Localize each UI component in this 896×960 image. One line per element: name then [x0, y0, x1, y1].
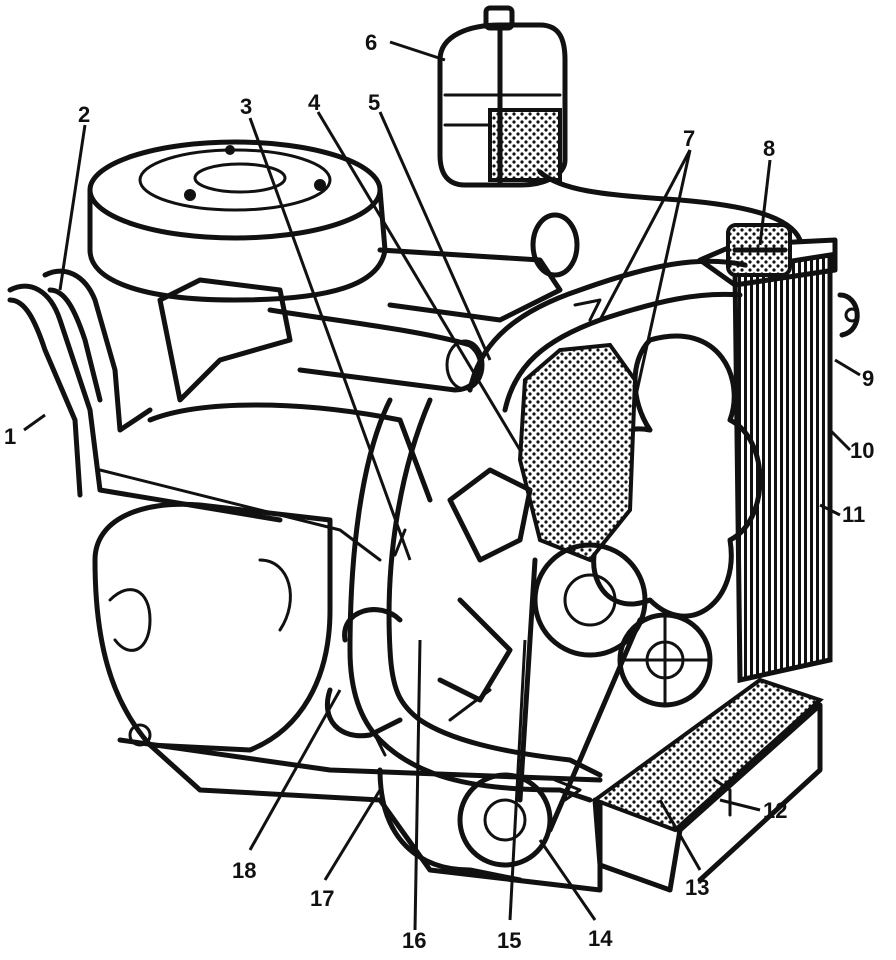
- callout-6: 6: [365, 30, 377, 55]
- water-pump-pulleys: [377, 467, 648, 883]
- callout-4: 4: [308, 90, 321, 115]
- callout-13: 13: [685, 875, 709, 900]
- expansion-tank: [437, 5, 568, 188]
- callout-2: 2: [78, 102, 90, 127]
- callout-11: 11: [842, 502, 865, 527]
- air-filter-housing: [87, 139, 388, 303]
- callout-7: 7: [683, 126, 695, 151]
- thermostat-housing: [517, 342, 638, 563]
- intake-manifold: [157, 212, 580, 403]
- radiator-filler-cap: [726, 223, 792, 277]
- callout-1: 1: [4, 424, 16, 449]
- callout-3: 3: [240, 94, 252, 119]
- lower-radiator-hose: [324, 397, 603, 803]
- callout-18: 18: [232, 858, 256, 883]
- callout-8: 8: [763, 136, 775, 161]
- radiator-lower-tank: [590, 677, 824, 893]
- callout-15: 15: [497, 928, 521, 953]
- callout-5: 5: [368, 90, 380, 115]
- callout-14: 14: [588, 926, 613, 951]
- callout-16: 16: [402, 928, 426, 953]
- callout-labels: 1 2 3 4 5 6 7 8 9 10 11 12 13 14 15 16 1…: [4, 30, 874, 953]
- cooling-fan: [591, 333, 763, 708]
- callout-12: 12: [763, 798, 787, 823]
- callout-9: 9: [862, 366, 874, 391]
- heater-hoses: [7, 268, 382, 562]
- callout-17: 17: [310, 886, 334, 911]
- leader-lines: [23, 40, 861, 931]
- radiator: [697, 237, 860, 684]
- callout-10: 10: [850, 438, 874, 463]
